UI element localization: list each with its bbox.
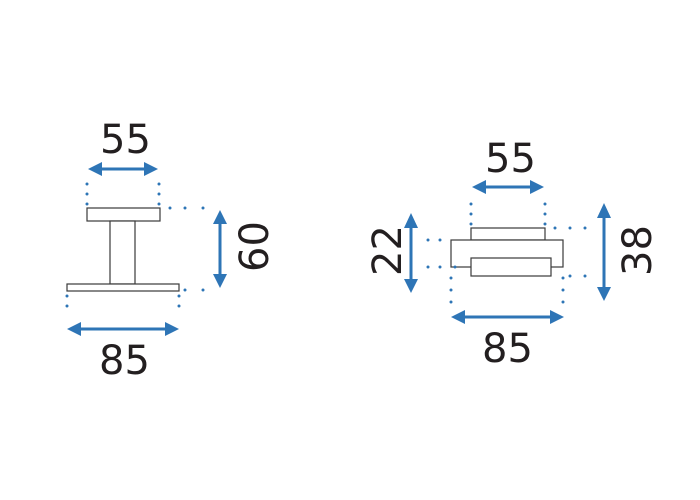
top-guide-dots-bottom [449, 276, 565, 304]
top-top-width-arrow [472, 180, 544, 194]
top-view: 55 22 38 85 [365, 136, 661, 372]
front-guide-dots-top [85, 182, 161, 206]
top-guide-dots-top [469, 202, 587, 230]
front-guide-dots-right [168, 206, 205, 292]
front-height-arrow [213, 210, 227, 288]
front-base-width-arrow [67, 322, 179, 336]
front-top-plate [86, 207, 161, 222]
front-top-width-label: 55 [100, 117, 151, 163]
front-stem [109, 220, 136, 285]
top-inner-height-arrow [404, 213, 418, 293]
top-guide-dots-left [426, 238, 457, 269]
top-outer-height-arrow [597, 203, 611, 301]
top-outer-height-label: 38 [615, 225, 661, 276]
top-front-plate [470, 257, 552, 277]
front-height-label: 60 [232, 221, 278, 272]
top-guide-dots-right [568, 274, 587, 278]
top-back-plate [470, 227, 546, 241]
top-inner-height-label: 22 [365, 225, 411, 276]
top-base-width-arrow [451, 310, 564, 324]
front-base-plate [66, 283, 180, 292]
top-top-width-label: 55 [485, 136, 536, 182]
front-view: 55 60 85 [65, 117, 278, 384]
front-guide-dots-bottom [65, 294, 181, 308]
front-base-width-label: 85 [99, 338, 150, 384]
top-base-width-label: 85 [482, 326, 533, 372]
front-top-width-arrow [88, 162, 158, 176]
